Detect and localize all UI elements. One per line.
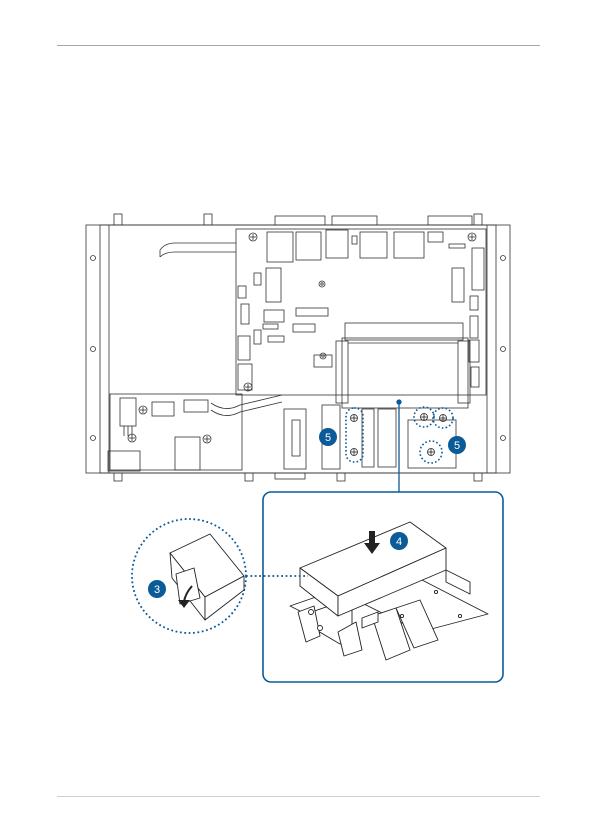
svg-text:3: 3 — [154, 584, 160, 596]
bracket-drawing — [290, 522, 488, 660]
svg-text:5: 5 — [325, 432, 331, 444]
step-badge-5-left: 5 — [319, 428, 337, 446]
svg-text:5: 5 — [454, 440, 460, 452]
detail-box — [263, 492, 503, 682]
svg-text:4: 4 — [396, 536, 402, 548]
leader-line — [397, 400, 401, 492]
step-badge-3: 3 — [148, 580, 166, 598]
chassis-top-view — [86, 214, 510, 481]
step-badge-4: 4 — [390, 532, 408, 550]
magnified-detail — [132, 519, 246, 633]
footer-rule — [57, 796, 540, 797]
step-badge-5-right: 5 — [448, 436, 466, 454]
